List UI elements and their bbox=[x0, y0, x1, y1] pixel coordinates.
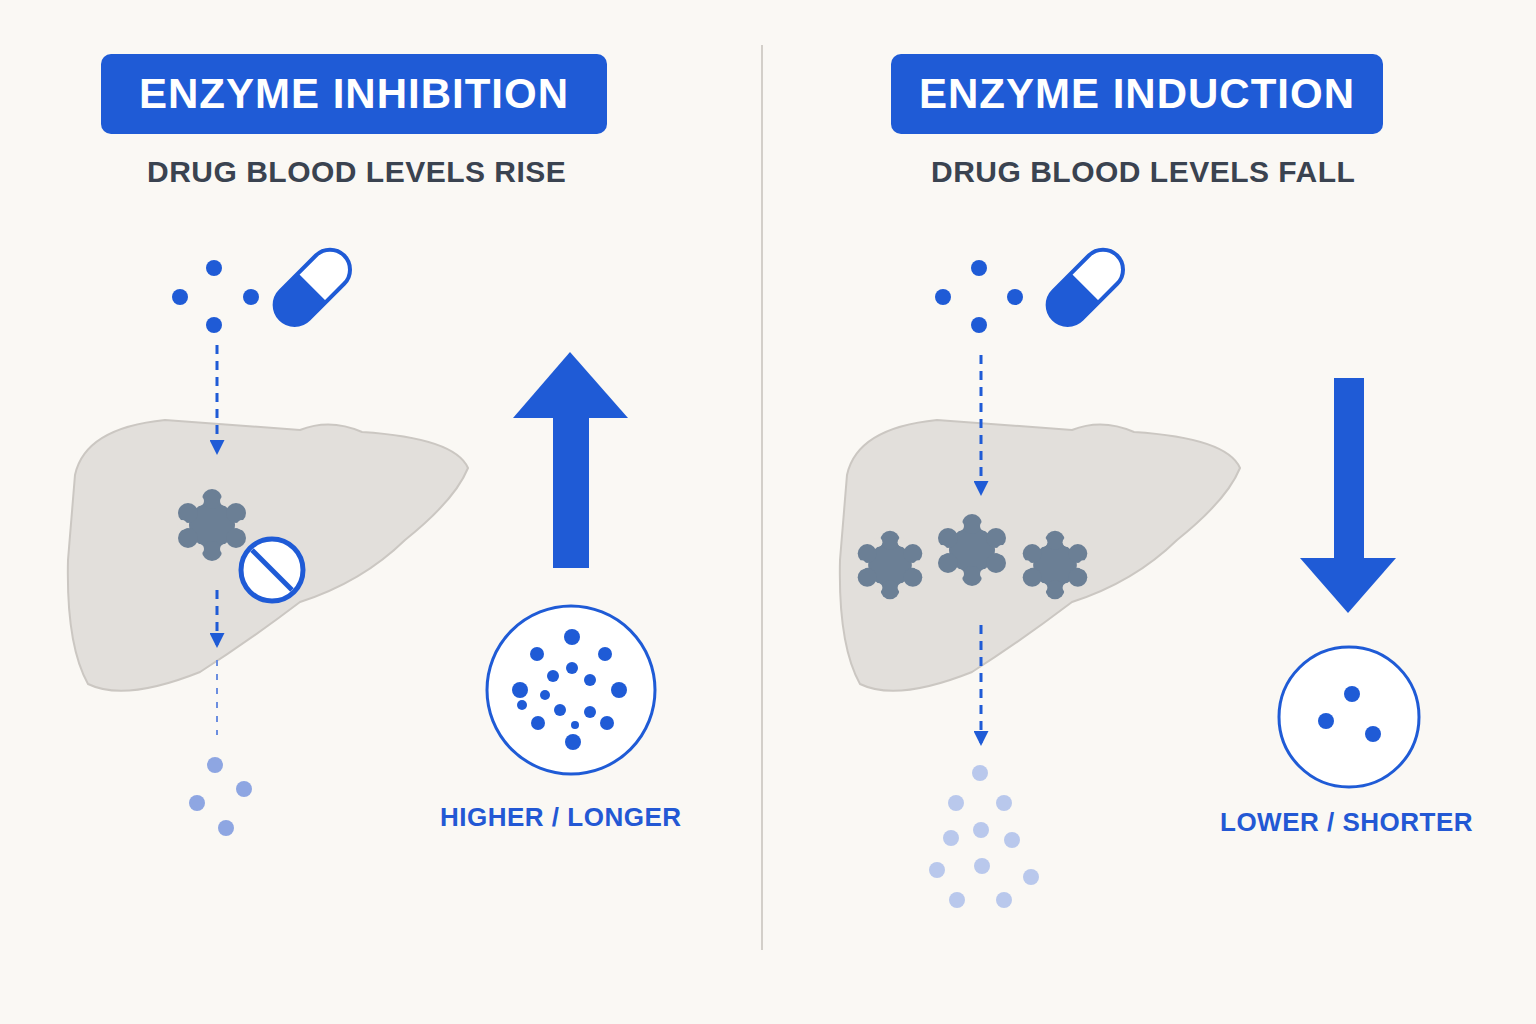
result-label: LOWER / SHORTER bbox=[1220, 807, 1473, 838]
result-label: HIGHER / LONGER bbox=[440, 802, 682, 833]
subtitle-label: DRUG BLOOD LEVELS RISE bbox=[147, 155, 566, 189]
header-text: ENZYME INHIBITION bbox=[139, 70, 569, 118]
header-box: ENZYME INHIBITION bbox=[101, 54, 607, 134]
divider bbox=[761, 45, 763, 950]
header-box: ENZYME INDUCTION bbox=[891, 54, 1383, 134]
subtitle-label: DRUG BLOOD LEVELS FALL bbox=[931, 155, 1355, 189]
header-text: ENZYME INDUCTION bbox=[919, 70, 1355, 118]
inhibition-scene bbox=[68, 241, 655, 836]
